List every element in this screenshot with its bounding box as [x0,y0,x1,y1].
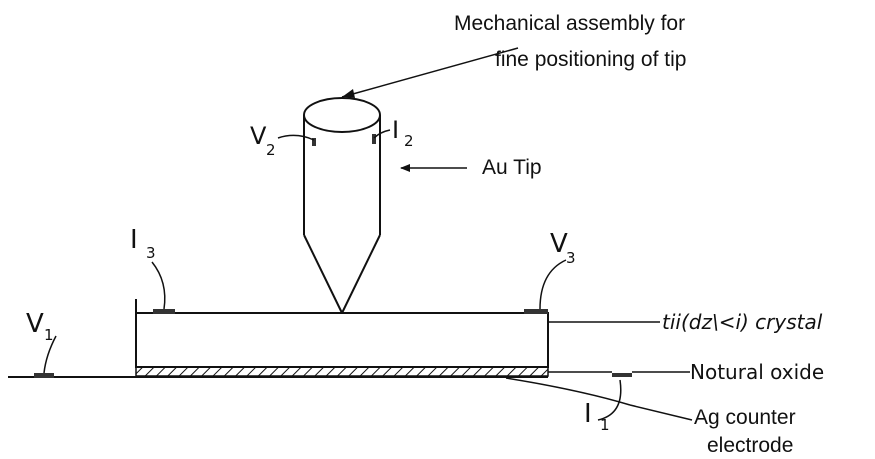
svg-text:1: 1 [600,416,610,434]
i1-label: I 1 [584,399,610,434]
ag-counter-label-line2: electrode [707,434,793,457]
assembly-label-line2: fine positioning of tip [495,48,686,71]
svg-text:I: I [584,399,592,429]
svg-text:V: V [26,309,44,339]
ag-counter-label-line1: Ag counter [694,406,796,429]
svg-text:1: 1 [44,326,54,344]
svg-text:2: 2 [266,141,276,159]
contact-pad-i3 [153,309,175,314]
au-tip-label: Au Tip [482,156,542,179]
svg-text:V: V [250,122,267,150]
crystal-label: tii(dz\<i) crystal [662,310,823,334]
contact-pad-v3 [524,309,548,314]
svg-text:3: 3 [566,249,576,267]
assembly-label-line1: Mechanical assembly for [454,12,685,35]
svg-text:3: 3 [146,244,156,262]
svg-text:V: V [550,229,568,259]
contact-pad-v1 [34,373,54,378]
v1-label: V 1 [26,309,54,344]
contact-pad-i1 [612,373,632,377]
svg-text:2: 2 [404,132,414,150]
i2-label: I 2 [392,116,414,150]
crystal-block [135,312,549,368]
svg-text:I: I [130,225,138,255]
ag-counter-electrode [135,366,549,377]
natural-oxide-label: Notural oxide [690,360,824,384]
svg-text:I: I [392,116,399,144]
v3-label: V 3 [550,229,576,267]
v2-label: V 2 [250,122,276,159]
au-tip [303,97,381,314]
i3-label: I 3 [130,225,156,262]
leader-lines [43,47,693,421]
